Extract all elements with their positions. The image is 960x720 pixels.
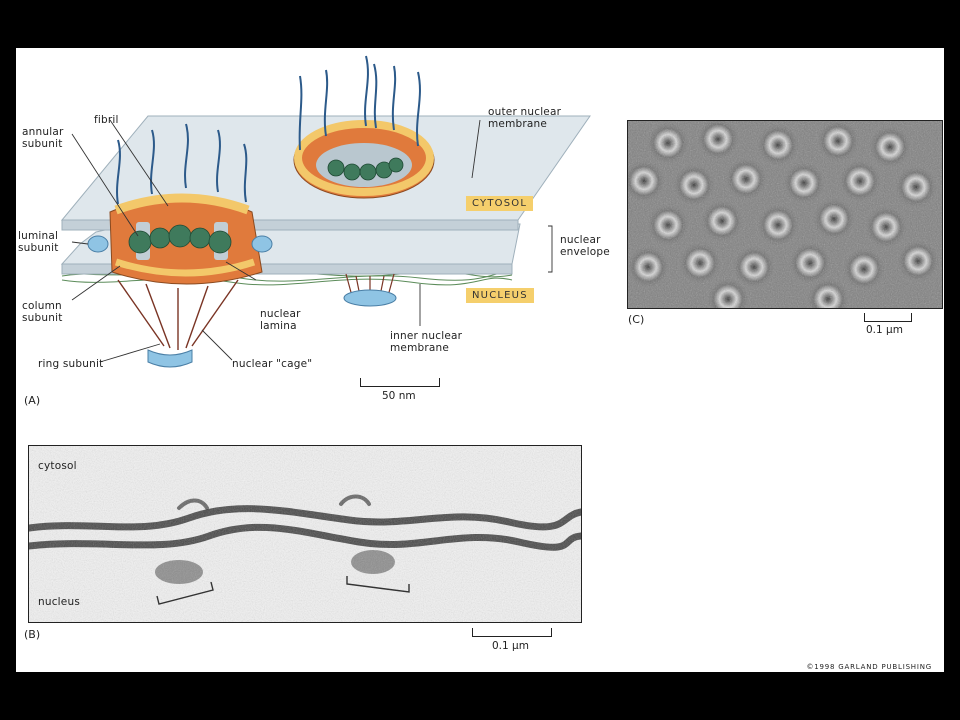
panel-a-id: (A)	[24, 394, 41, 407]
luminal-subunit-right	[251, 235, 273, 253]
micrograph-b-image	[29, 446, 581, 622]
micrograph-b	[28, 445, 582, 623]
label-annular-subunit: annular subunit	[22, 126, 64, 150]
label-nucleus-b: nucleus	[38, 596, 80, 608]
label-luminal-subunit: luminal subunit	[18, 230, 59, 254]
scalebar-c	[864, 313, 912, 322]
nuclear-pore-cutaway	[87, 123, 273, 368]
label-cytosol-b: cytosol	[38, 460, 77, 472]
nuclear-cage	[117, 279, 239, 350]
scalebar-b	[472, 628, 552, 637]
luminal-subunit-left	[87, 235, 109, 253]
label-leader-lines	[71, 119, 553, 363]
ring-subunit-right	[343, 289, 397, 307]
label-outer-nuclear-membrane: outer nuclear membrane	[488, 106, 562, 130]
micrograph-c-image	[628, 121, 942, 308]
scalebar-a-label: 50 nm	[382, 390, 416, 402]
label-nuclear-lamina: nuclear lamina	[260, 308, 301, 332]
label-fibril: fibril	[94, 114, 119, 126]
label-nuclear-cage: nuclear "cage"	[232, 358, 313, 370]
nuclear-pore-top-view	[293, 55, 435, 199]
panel-b-id: (B)	[24, 628, 41, 641]
label-ring-subunit: ring subunit	[38, 358, 104, 370]
nucleus-tag: NUCLEUS	[466, 288, 534, 303]
micrograph-c	[627, 120, 943, 309]
cytosol-tag: CYTOSOL	[466, 196, 534, 211]
label-inner-nuclear-membrane: inner nuclear membrane	[390, 330, 463, 354]
scalebar-b-label: 0.1 µm	[492, 640, 529, 652]
label-nuclear-envelope: nuclear envelope	[560, 234, 610, 258]
panel-c-id: (C)	[628, 313, 645, 326]
copyright-notice: ©1998 GARLAND PUBLISHING	[806, 663, 932, 671]
scalebar-c-label: 0.1 µm	[866, 324, 903, 336]
label-column-subunit: column subunit	[22, 300, 63, 324]
scalebar-a	[360, 378, 440, 387]
